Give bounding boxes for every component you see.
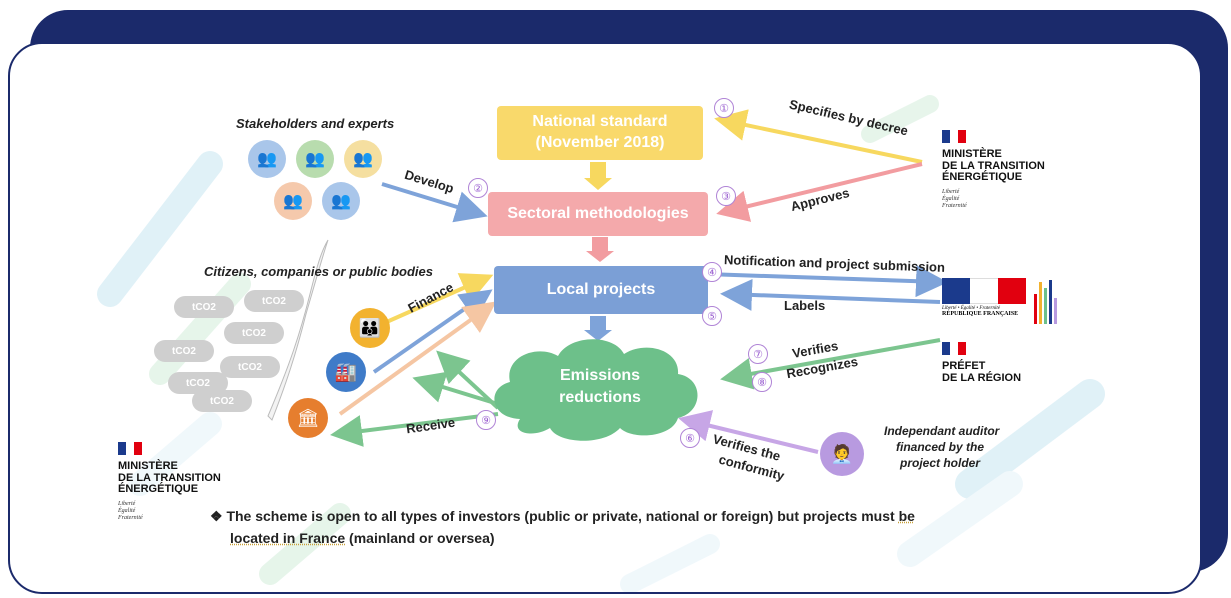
diagram-canvas bbox=[97, 95, 1105, 592]
node-national-standard-line2: (November 2018) bbox=[535, 134, 665, 151]
logo-republique-francaise: Liberté • Égalité • Fraternité RÉPUBLIQU… bbox=[942, 278, 1032, 328]
node-national-standard-line1: National standard bbox=[532, 113, 668, 131]
logo-ministere-top: MINISTÈRE DE LA TRANSITION ÉNERGÉTIQUE L… bbox=[942, 130, 1045, 210]
footer-text-located: located in France bbox=[230, 529, 346, 546]
arrow-approves bbox=[716, 162, 923, 222]
french-flag-icon bbox=[942, 130, 966, 143]
stakeholder-icon-4: 👥 bbox=[274, 182, 312, 220]
auditor-label-3: project holder bbox=[900, 456, 981, 470]
node-local-projects: Local projects bbox=[494, 266, 708, 314]
step-6: ⑥ bbox=[680, 428, 700, 448]
arrow-verifies-recognizes bbox=[720, 338, 941, 390]
step-5: ⑤ bbox=[702, 306, 722, 326]
company-factory-icon: 🏭 bbox=[326, 352, 366, 392]
prefet-line1: PRÉFET bbox=[942, 360, 986, 372]
tco2-cloud-6: tCO2 bbox=[168, 372, 228, 394]
footer-note: ❖ The scheme is open to all types of inv… bbox=[210, 506, 1070, 549]
arrow-verifies-conformity bbox=[678, 410, 819, 454]
dreal-logo-bars bbox=[1034, 278, 1064, 324]
arrow-specifies-decree bbox=[714, 109, 923, 164]
arrow-develop bbox=[381, 182, 488, 223]
ministere-top-line2: DE LA TRANSITION bbox=[942, 159, 1045, 172]
ministere-top-motto: Liberté Égalité Fraternité bbox=[942, 188, 967, 210]
citizens-people-icon: 👪 bbox=[350, 308, 390, 348]
footer-text-part3: (mainland or oversea) bbox=[345, 529, 495, 546]
logo-ministere-bottom: MINISTÈRE DE LA TRANSITION ÉNERGÉTIQUE L… bbox=[118, 442, 221, 522]
republique-motto: Liberté • Égalité • Fraternité bbox=[942, 306, 1000, 311]
diagram-card: National standard (November 2018) Sector… bbox=[8, 42, 1202, 594]
ministere-bottom-line3: ÉNERGÉTIQUE bbox=[118, 483, 199, 496]
arrow-receive-1 bbox=[412, 371, 499, 406]
step-7: ⑦ bbox=[748, 344, 768, 364]
arrow-receive-2 bbox=[436, 350, 500, 410]
node-sectoral-methodologies: Sectoral methodologies bbox=[488, 192, 708, 236]
tco2-cloud-4: tCO2 bbox=[154, 340, 214, 362]
step-8: ⑧ bbox=[752, 372, 772, 392]
label-stakeholders: Stakeholders and experts bbox=[236, 116, 395, 131]
arrow-finance-3 bbox=[338, 301, 497, 416]
node-local-label: Local projects bbox=[546, 281, 656, 298]
prefet-line2: DE LA RÉGION bbox=[942, 371, 1022, 384]
arrow-standard-to-sectoral bbox=[584, 162, 612, 190]
arrow-local-to-emissions bbox=[584, 316, 612, 341]
stakeholder-icon-3: 👥 bbox=[344, 140, 382, 178]
stakeholder-icon-2: 👥 bbox=[296, 140, 334, 178]
node-emissions-reductions: Emissions reductions bbox=[530, 362, 670, 412]
label-citizens: Citizens, companies or public bodies bbox=[204, 264, 433, 279]
step-2: ② bbox=[468, 178, 488, 198]
ministere-top-line1: MINISTÈRE bbox=[942, 148, 1002, 160]
tco2-cloud-7: tCO2 bbox=[192, 390, 252, 412]
french-flag-icon bbox=[118, 442, 142, 455]
auditor-icon: 🧑‍💼 bbox=[820, 432, 864, 476]
step-1: ① bbox=[714, 98, 734, 118]
auditor-label-1: Independant auditor bbox=[884, 424, 1000, 438]
step-9: ⑨ bbox=[476, 410, 496, 430]
step-3: ③ bbox=[716, 186, 736, 206]
auditor-label-2: financed by the bbox=[896, 440, 985, 454]
logo-prefet-region: PRÉFET DE LA RÉGION bbox=[942, 342, 1021, 384]
emissions-cloud-shape bbox=[494, 339, 698, 441]
node-national-standard: National standard (November 2018) bbox=[497, 106, 703, 160]
edge-label-labels: Labels bbox=[784, 298, 826, 313]
arrow-finance-1 bbox=[381, 273, 494, 326]
tco2-cloud-2: tCO2 bbox=[244, 290, 304, 312]
bullet-symbol: ❖ bbox=[210, 508, 223, 524]
ministere-bottom-line1: MINISTÈRE bbox=[118, 460, 178, 472]
tco2-cloud-1: tCO2 bbox=[174, 296, 234, 318]
arrow-receive-3 bbox=[330, 412, 499, 447]
stakeholder-icon-5: 👥 bbox=[322, 182, 360, 220]
stakeholder-icon-1: 👥 bbox=[248, 140, 286, 178]
tco2-cloud-3: tCO2 bbox=[224, 322, 284, 344]
arrow-sectoral-to-local bbox=[586, 237, 614, 262]
step-4: ④ bbox=[702, 262, 722, 282]
ministere-bottom-line2: DE LA TRANSITION bbox=[118, 471, 221, 484]
node-sectoral-label: Sectoral methodologies bbox=[507, 205, 689, 222]
public-body-building-icon: 🏛 bbox=[288, 398, 328, 438]
arrow-notification bbox=[705, 265, 948, 298]
french-flag-icon bbox=[942, 342, 966, 355]
footer-text-part1: The scheme is open to all types of inves… bbox=[226, 508, 899, 524]
node-emissions-line2: reductions bbox=[559, 389, 641, 406]
arrow-labels bbox=[720, 278, 941, 311]
tco2-cloud-5: tCO2 bbox=[220, 356, 280, 378]
republique-caption: RÉPUBLIQUE FRANÇAISE bbox=[942, 311, 1019, 317]
ministere-bottom-motto: Liberté Égalité Fraternité bbox=[118, 500, 143, 522]
divider-wave bbox=[267, 239, 329, 421]
node-emissions-line1: Emissions bbox=[559, 367, 641, 385]
ministere-top-line3: ÉNERGÉTIQUE bbox=[942, 171, 1023, 184]
footer-text-be: be bbox=[898, 508, 915, 524]
